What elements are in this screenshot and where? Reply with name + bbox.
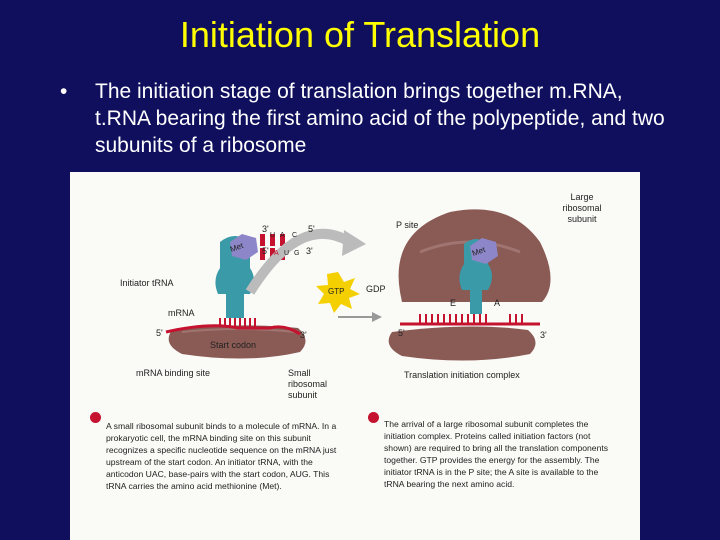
mrna-3-prime-right: 3'	[540, 330, 547, 340]
mrna-left	[165, 324, 301, 336]
met-hexagon-right	[470, 238, 498, 264]
caption-bullet-left	[90, 412, 101, 423]
codon-g: G	[294, 250, 300, 257]
figure-drawing	[165, 209, 551, 361]
gtp-star	[316, 272, 360, 313]
mrna-binding-site-label: mRNA binding site	[136, 368, 211, 378]
bullet-point: • The initiation stage of translation br…	[60, 78, 680, 159]
anticodon-c: C	[292, 232, 298, 239]
mrna-3-prime-left: 3'	[300, 330, 307, 340]
caption-left: A small ribosomal subunit binds to a mol…	[106, 421, 337, 491]
bullet-text: The initiation stage of translation brin…	[95, 80, 665, 157]
small-subunit-label: Small ribosomal subunit	[288, 368, 328, 400]
p-site-label: P site	[396, 220, 419, 230]
mrna-label: mRNA	[168, 308, 195, 318]
slide-title: Initiation of Translation	[179, 14, 541, 55]
start-codon-label: Start codon	[210, 340, 257, 350]
gdp-label: GDP	[366, 284, 386, 294]
met-hexagon-left	[230, 234, 258, 260]
small-subunit-left	[168, 325, 306, 359]
codon-3-prime-label: 3'	[306, 246, 313, 256]
caption-right: The arrival of a large ribosomal subunit…	[384, 419, 609, 489]
codon-a: A	[274, 250, 279, 257]
large-subunit-label: Large ribosomal subunit	[562, 192, 602, 224]
codon-5-prime-label: 5'	[262, 246, 269, 256]
codon-u: U	[284, 250, 290, 257]
anticodon-u: U	[270, 232, 276, 239]
a-site-label: A	[494, 298, 501, 308]
anticodon-a: A	[280, 232, 285, 239]
small-subunit-right	[388, 326, 536, 361]
trna-5-prime-label: 5'	[308, 224, 315, 234]
assembly-arrow	[245, 228, 353, 295]
bullet-marker: •	[60, 80, 68, 103]
initiator-trna-label: Initiator tRNA	[120, 278, 174, 288]
mrna-5-prime-left: 5'	[156, 328, 163, 338]
caption-bullet-right	[368, 412, 379, 423]
mrna-teeth-right	[419, 314, 523, 323]
mrna-teeth-left	[219, 318, 256, 327]
e-site-label: E	[450, 298, 457, 308]
gtp-label: GTP	[328, 287, 345, 296]
translation-figure: 3' U A C 5' 5' A U G 3' Met Initiator tR…	[70, 172, 640, 540]
trna-3-prime-label: 3'	[262, 224, 269, 234]
anticodon-bars	[260, 234, 285, 246]
complex-label: Translation initiation complex	[404, 370, 520, 380]
mrna-5-prime-right: 5'	[398, 328, 405, 338]
